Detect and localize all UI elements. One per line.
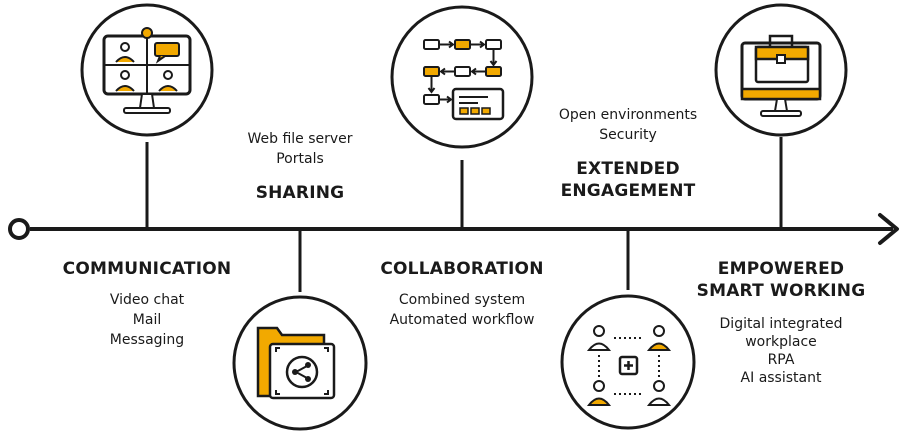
timeline-start-marker: [8, 218, 30, 240]
video-conference-monitor-icon: [80, 3, 214, 137]
stage-title-line: EMPOWERED: [717, 259, 845, 279]
stage-title-collaboration: COLLABORATION: [380, 259, 544, 279]
stage-title-line: SMART WORKING: [696, 281, 866, 301]
list-item: Automated workflow: [389, 312, 535, 328]
team-connect-icon: [560, 294, 696, 430]
stage-title-extended-engagement: EXTENDED ENGAGEMENT: [561, 158, 696, 202]
list-item: Web file server: [247, 131, 353, 147]
workflow-diagram-icon: [390, 5, 534, 149]
stage-items-extended-engagement: Open environments Security: [559, 105, 697, 145]
list-item: Security: [599, 127, 657, 143]
list-item: Video chat: [109, 292, 185, 308]
list-item: workplace: [745, 334, 817, 350]
stage-title-empowered: EMPOWERED SMART WORKING: [697, 258, 866, 302]
list-item: Combined system: [398, 292, 526, 308]
list-item: Portals: [276, 151, 324, 167]
stage-title-line: ENGAGEMENT: [560, 181, 696, 201]
list-item: Mail: [132, 312, 162, 328]
shared-folder-icon: [232, 295, 368, 431]
stage-items-sharing: Web file server Portals: [247, 129, 352, 169]
list-item: AI assistant: [740, 370, 822, 386]
stage-items-communication: Video chat Mail Messaging: [110, 290, 184, 350]
stage-title-communication: COMMUNICATION: [62, 259, 232, 279]
list-item: Messaging: [109, 332, 185, 348]
list-item: Digital integrated: [719, 316, 843, 332]
stage-items-collaboration: Combined system Automated workflow: [390, 290, 535, 330]
stage-title-sharing: SHARING: [255, 183, 345, 203]
list-item: RPA: [767, 352, 795, 368]
briefcase-monitor-icon: [714, 3, 848, 137]
stage-title-line: EXTENDED: [576, 159, 680, 179]
timeline-arrowhead: [878, 213, 899, 245]
list-item: Open environments: [558, 107, 698, 123]
stage-items-empowered: Digital integrated workplace RPA AI assi…: [720, 315, 843, 387]
